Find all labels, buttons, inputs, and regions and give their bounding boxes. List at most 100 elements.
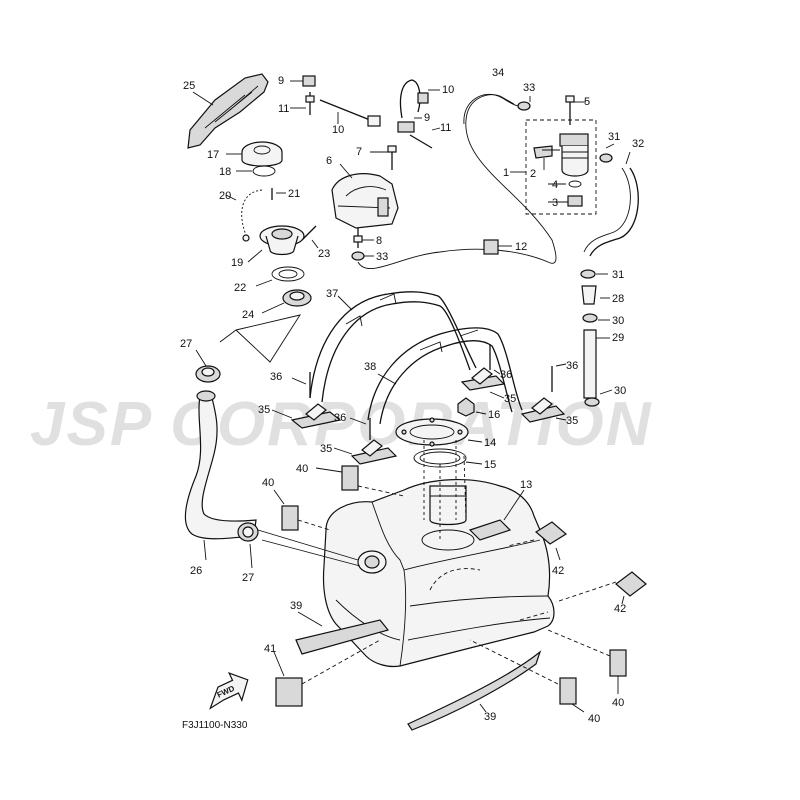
part-25-bracket [187, 73, 269, 149]
leader-24-bracket [219, 314, 301, 363]
callout-14: 14 [484, 437, 496, 449]
callout-4: 4 [552, 179, 558, 191]
callout-36-a: 36 [270, 371, 282, 383]
callout-31-mid: 31 [612, 269, 624, 281]
callout-26: 26 [190, 565, 202, 577]
callout-34: 34 [492, 67, 504, 79]
part-21-screw [271, 188, 286, 200]
part-11-screw-left [290, 92, 315, 115]
callout-35-b: 35 [320, 443, 332, 455]
callout-12: 12 [515, 241, 527, 253]
part-36-bolt-a [291, 372, 311, 398]
callout-19: 19 [231, 257, 243, 269]
callout-30-upper: 30 [612, 315, 624, 327]
part-8-screw [353, 228, 374, 248]
part-2-bracket [533, 145, 553, 170]
callout-6: 6 [326, 155, 332, 167]
callout-7: 7 [356, 146, 362, 158]
callout-25: 25 [183, 80, 195, 92]
callout-42-a: 42 [552, 565, 564, 577]
callout-36-c: 36 [500, 369, 512, 381]
diagram-code: F3J1100-N330 [182, 720, 248, 731]
callout-37: 37 [326, 288, 338, 300]
callout-9: 9 [278, 75, 284, 87]
part-39-strip-b [407, 650, 542, 731]
part-19-filler-neck [247, 225, 305, 263]
part-24-ring [261, 289, 312, 314]
callout-27-top: 27 [180, 338, 192, 350]
callout-1: 1 [503, 167, 509, 179]
callout-16: 16 [488, 409, 500, 421]
part-10-cable-tie-left [319, 99, 381, 127]
part-31-clamp-mid [580, 269, 608, 279]
part-40-pad-b [273, 489, 331, 531]
callout-15: 15 [484, 459, 496, 471]
callout-13: 13 [520, 479, 532, 491]
callout-40-a: 40 [296, 463, 308, 475]
callout-38: 38 [364, 361, 376, 373]
callout-39-b: 39 [484, 711, 496, 723]
part-40-pad-d [547, 629, 627, 694]
callout-10-right: 10 [442, 84, 454, 96]
part-32-hose [589, 167, 639, 257]
part-20-tether [225, 189, 263, 242]
fuel-tank [322, 479, 555, 668]
callout-35-d: 35 [566, 415, 578, 427]
part-33-clamp-upper [517, 96, 531, 111]
callout-11-right: 11 [440, 122, 451, 134]
part-35-bracket-a [271, 403, 342, 429]
callout-29: 29 [612, 332, 624, 344]
part-42-pad-a [507, 521, 568, 561]
part-29-tube [583, 329, 610, 399]
callout-27-bottom: 27 [242, 572, 254, 584]
part-36-bolt-b [349, 417, 371, 440]
callout-30-lower: 30 [614, 385, 626, 397]
part-32-hose-inner [583, 167, 631, 253]
callout-11: 11 [278, 103, 289, 115]
callout-8: 8 [376, 235, 382, 247]
part-38-strap [367, 327, 523, 425]
callout-40-c: 40 [588, 713, 600, 725]
part-12-damper [483, 239, 512, 255]
callout-33-lower: 33 [376, 251, 388, 263]
callout-2: 2 [530, 168, 536, 180]
part-14-pump-plate [395, 417, 483, 447]
callout-20: 20 [219, 190, 231, 202]
part-18-oring [236, 165, 276, 177]
callout-39-a: 39 [290, 600, 302, 612]
part-27-clamp-top [195, 349, 221, 383]
leader-hose-to-tank [257, 529, 361, 567]
part-7-screw [370, 145, 397, 170]
callout-42-b: 42 [614, 603, 626, 615]
part-28-check-valve [581, 285, 610, 305]
callout-35-a: 35 [258, 404, 270, 416]
part-1-filter-assembly [510, 119, 597, 215]
callout-32: 32 [632, 138, 644, 150]
fuel-hose-34 [463, 94, 519, 125]
callout-17: 17 [207, 149, 219, 161]
fuel-hose-upper [357, 94, 557, 270]
callout-31-top: 31 [608, 131, 620, 143]
callout-9-right: 9 [424, 112, 430, 124]
callout-10: 10 [332, 124, 344, 136]
callouts: 25 9 11 10 10 9 11 34 33 5 31 32 1 2 4 3… [180, 67, 644, 725]
callout-24: 24 [242, 309, 254, 321]
callout-35-c: 35 [504, 393, 516, 405]
part-9-clip-right [397, 117, 422, 133]
callout-33-top: 33 [523, 82, 535, 94]
part-5-bolt [565, 95, 586, 125]
part-33-clamp-lower [351, 251, 374, 261]
callout-22: 22 [234, 282, 246, 294]
part-16-nut [457, 397, 487, 417]
leader-13 [503, 489, 525, 521]
callout-36-b: 36 [334, 412, 346, 424]
part-42-pad-b [555, 571, 647, 605]
part-39-strip-a [295, 611, 390, 655]
part-41-pad [273, 639, 381, 707]
part-40-pad-a [315, 465, 405, 497]
callout-40-b: 40 [262, 477, 274, 489]
part-35-bracket-c [460, 367, 506, 399]
part-27-clamp-bottom [237, 522, 259, 569]
part-23-screw [301, 225, 319, 249]
